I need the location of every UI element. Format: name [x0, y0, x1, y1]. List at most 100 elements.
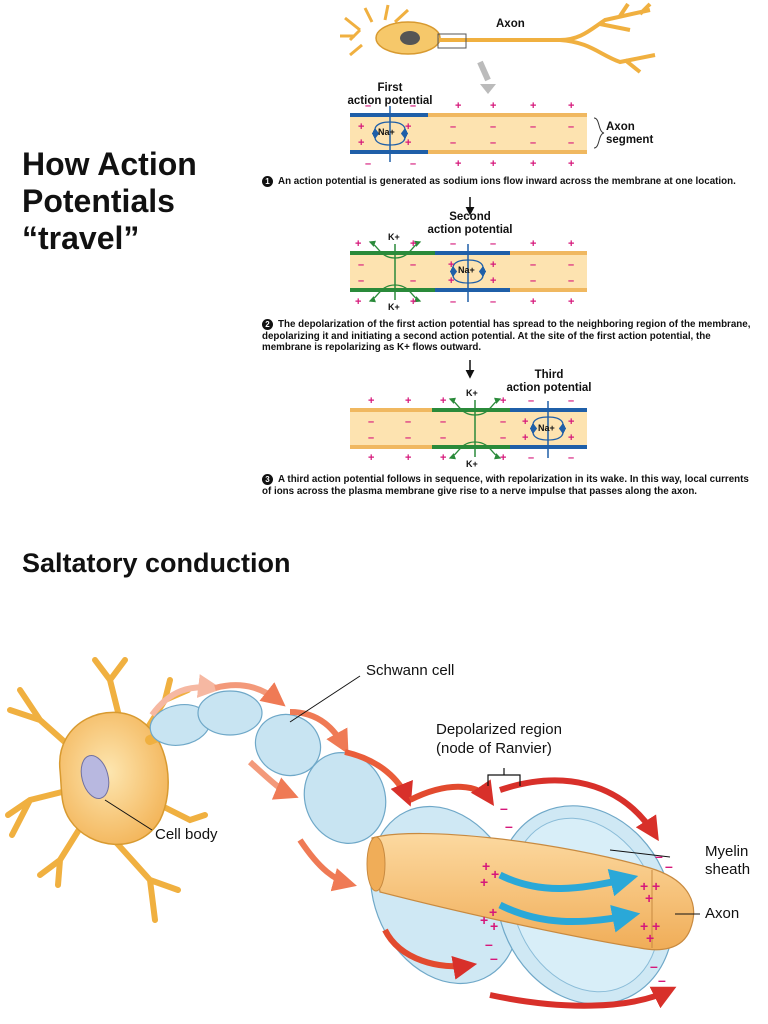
- charge-sign: –: [450, 121, 457, 133]
- node-plus-charge: +: [640, 878, 649, 894]
- charge-sign: –: [365, 158, 372, 170]
- charge-sign: –: [528, 395, 535, 407]
- charge-sign: –: [528, 452, 535, 464]
- step-1-number: 1: [262, 176, 273, 187]
- charge-sign: –: [568, 137, 575, 149]
- third-ap-label: Third action potential: [494, 369, 604, 395]
- charge-sign: +: [410, 238, 417, 250]
- charge-sign: –: [440, 432, 447, 444]
- charge-sign: +: [522, 432, 529, 444]
- charge-sign: +: [522, 416, 529, 428]
- node-plus-charge: +: [646, 930, 655, 946]
- charge-sign: +: [405, 395, 412, 407]
- charge-sign: –: [490, 238, 497, 250]
- charge-sign: +: [368, 395, 375, 407]
- k-ion-label-3a: K+: [466, 388, 478, 398]
- cellbody-leader: [104, 799, 153, 831]
- charge-sign: –: [450, 137, 457, 149]
- title-line-1: How Action: [22, 146, 197, 182]
- step-3-text: A third action potential follows in sequ…: [262, 474, 749, 497]
- myelin-sheath-label: Myelin sheath: [705, 843, 750, 879]
- second-ap-label: Second action potential: [418, 211, 522, 237]
- node-plus-charge: +: [490, 918, 499, 934]
- title-line-2: Potentials: [22, 183, 175, 219]
- charge-sign: +: [355, 296, 362, 308]
- depolarized-label: Depolarized region (node of Ranvier): [436, 720, 562, 758]
- charge-sign: +: [440, 395, 447, 407]
- charge-sign: –: [368, 432, 375, 444]
- charge-sign: +: [358, 121, 365, 133]
- charge-sign: –: [490, 121, 497, 133]
- charge-sign: +: [448, 275, 455, 287]
- charge-sign: +: [568, 238, 575, 250]
- charge-sign: –: [405, 432, 412, 444]
- axon-segment-3: [350, 397, 587, 460]
- schwann-cell-label: Schwann cell: [366, 662, 455, 679]
- axon-segment-1: [350, 106, 605, 162]
- na-ion-label-2: Na+: [458, 265, 475, 275]
- cell-body-label: Cell body: [155, 826, 218, 843]
- charge-sign: +: [568, 100, 575, 112]
- charge-sign: –: [568, 121, 575, 133]
- charge-sign: –: [568, 259, 575, 271]
- schwann-leader: [289, 675, 361, 723]
- charge-sign: +: [490, 275, 497, 287]
- node-plus-charge: +: [491, 866, 500, 882]
- charge-sign: +: [530, 296, 537, 308]
- node-minus-charge: –: [655, 848, 663, 864]
- node-plus-charge: +: [489, 904, 498, 920]
- axon-bottom-label: Axon: [705, 905, 740, 922]
- node-minus-charge: –: [490, 950, 498, 966]
- depolarized-line-2: (node of Ranvier): [436, 740, 552, 757]
- step-1-caption: 1 An action potential is generated as sod…: [262, 176, 758, 188]
- charge-sign: –: [410, 275, 417, 287]
- charge-sign: –: [530, 121, 537, 133]
- node-minus-charge: –: [500, 800, 508, 816]
- charge-sign: –: [500, 416, 507, 428]
- third-ap-line-2: action potential: [506, 382, 592, 394]
- axon-label: Axon: [496, 18, 525, 30]
- charge-sign: –: [490, 296, 497, 308]
- charge-sign: –: [568, 452, 575, 464]
- charge-sign: +: [490, 100, 497, 112]
- charge-sign: –: [530, 275, 537, 287]
- title-line-3: “travel”: [22, 220, 140, 256]
- k-ion-label-2a: K+: [388, 232, 400, 242]
- axon-segment-2: [350, 240, 587, 303]
- charge-sign: +: [455, 100, 462, 112]
- charge-sign: +: [500, 452, 507, 464]
- charge-sign: +: [405, 137, 412, 149]
- k-ion-label-3b: K+: [466, 459, 478, 469]
- charge-sign: –: [530, 259, 537, 271]
- charge-sign: +: [530, 238, 537, 250]
- node-plus-charge: +: [640, 918, 649, 934]
- charge-sign: –: [358, 259, 365, 271]
- k-ion-label-2b: K+: [388, 302, 400, 312]
- depolarized-line-1: Depolarized region: [436, 721, 562, 738]
- charge-sign: +: [530, 158, 537, 170]
- second-ap-line-2: action potential: [427, 224, 513, 236]
- na-ion-label-3: Na+: [538, 423, 555, 433]
- charge-sign: +: [568, 296, 575, 308]
- second-ap-line-1: Second: [449, 211, 491, 223]
- charge-sign: –: [500, 432, 507, 444]
- charge-sign: +: [440, 452, 447, 464]
- saltatory-diagram: [5, 657, 700, 1009]
- step-1-text: An action potential is generated as sodi…: [278, 176, 736, 187]
- charge-sign: +: [355, 238, 362, 250]
- charge-sign: +: [448, 259, 455, 271]
- axon-segment-line-1: Axon: [606, 121, 635, 133]
- node-plus-charge: +: [652, 918, 661, 934]
- charge-sign: –: [358, 275, 365, 287]
- node-minus-charge: –: [485, 936, 493, 952]
- step-2-number: 2: [262, 319, 273, 330]
- na-ion-label-1: Na+: [378, 127, 395, 137]
- neuron-illustration: [340, 2, 656, 94]
- charge-sign: +: [568, 432, 575, 444]
- charge-sign: –: [405, 416, 412, 428]
- step-2-text: The depolarization of the first action p…: [262, 319, 751, 353]
- node-plus-charge: +: [645, 890, 654, 906]
- charge-sign: +: [368, 452, 375, 464]
